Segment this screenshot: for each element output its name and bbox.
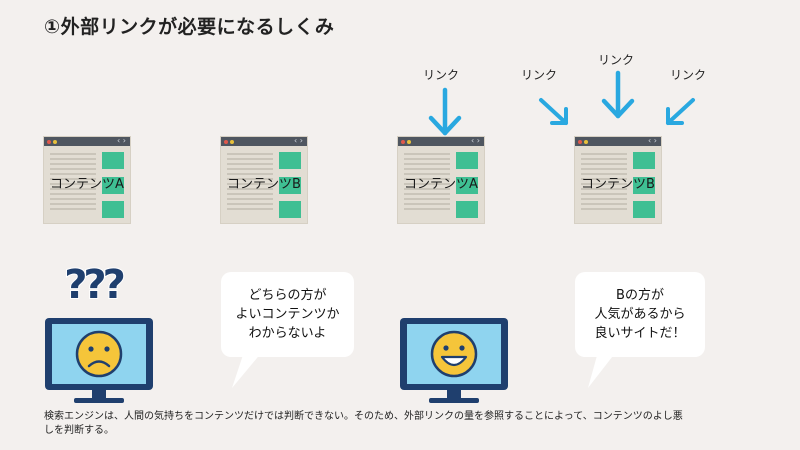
arrow-down-icon (601, 70, 635, 119)
content-block (633, 201, 655, 218)
content-window-b1: ‹ › コンテンツB (221, 136, 307, 223)
window-nav-arrows-icon: ‹ › (471, 136, 480, 145)
speech-bubble-tail (232, 352, 262, 388)
happy-face-monitor-icon (400, 318, 508, 403)
window-dot-yellow-icon (584, 140, 588, 144)
arrow-down-icon (428, 87, 462, 136)
window-nav-arrows-icon: ‹ › (294, 136, 303, 145)
window-label: コンテンツB (227, 177, 301, 192)
confused-marks: ??? (64, 262, 123, 308)
link-label: リンク (670, 68, 707, 82)
content-window-b2: ‹ › コンテンツB (575, 136, 661, 223)
content-block (279, 177, 301, 194)
page-title: ①外部リンクが必要になるしくみ (44, 16, 335, 38)
window-dot-red-icon (578, 140, 582, 144)
content-block (456, 152, 478, 169)
window-text-lines (404, 153, 450, 213)
window-title-bar (398, 137, 484, 146)
speech-bubble-happy: Bの方が 人気があるから 良いサイトだ！ (575, 272, 705, 357)
arrow-diagonal-icon (666, 98, 695, 125)
window-dot-yellow-icon (53, 140, 57, 144)
content-block (456, 177, 478, 194)
content-window-a2: ‹ › コンテンツA (398, 136, 484, 223)
window-title-bar (221, 137, 307, 146)
window-dot-red-icon (401, 140, 405, 144)
content-window-a1: ‹ › コンテンツA (44, 136, 130, 223)
sad-face-monitor-icon (45, 318, 153, 403)
window-dot-yellow-icon (407, 140, 411, 144)
window-dot-red-icon (224, 140, 228, 144)
window-dot-yellow-icon (230, 140, 234, 144)
window-nav-arrows-icon: ‹ › (648, 136, 657, 145)
content-block (633, 177, 655, 194)
window-label: コンテンツA (50, 177, 124, 192)
window-dot-red-icon (47, 140, 51, 144)
link-label: リンク (521, 68, 558, 82)
content-block (279, 152, 301, 169)
bubble-text: Bの方が 人気があるから 良いサイトだ！ (594, 288, 686, 341)
arrow-diagonal-icon (539, 98, 568, 125)
content-block (102, 177, 124, 194)
window-label: コンテンツA (404, 177, 478, 192)
content-block (633, 152, 655, 169)
link-label: リンク (423, 68, 460, 82)
question-marks-icon: ??? (63, 261, 128, 309)
window-title-bar (44, 137, 130, 146)
bubble-text: どちらの方が よいコンテンツか わからないよ (235, 288, 340, 341)
content-block (102, 201, 124, 218)
content-block (279, 201, 301, 218)
window-text-lines (227, 153, 273, 213)
link-label: リンク (598, 53, 635, 67)
content-block (102, 152, 124, 169)
caption-text: 検索エンジンは、人間の気持ちをコンテンツだけでは判断できない。そのため、外部リン… (44, 411, 683, 436)
window-label: コンテンツB (581, 177, 655, 192)
speech-bubble-tail (588, 352, 616, 388)
window-nav-arrows-icon: ‹ › (117, 136, 126, 145)
content-block (456, 201, 478, 218)
window-title-bar (575, 137, 661, 146)
window-text-lines (581, 153, 627, 213)
speech-bubble-confused: どちらの方が よいコンテンツか わからないよ (221, 272, 354, 357)
window-text-lines (50, 153, 96, 213)
